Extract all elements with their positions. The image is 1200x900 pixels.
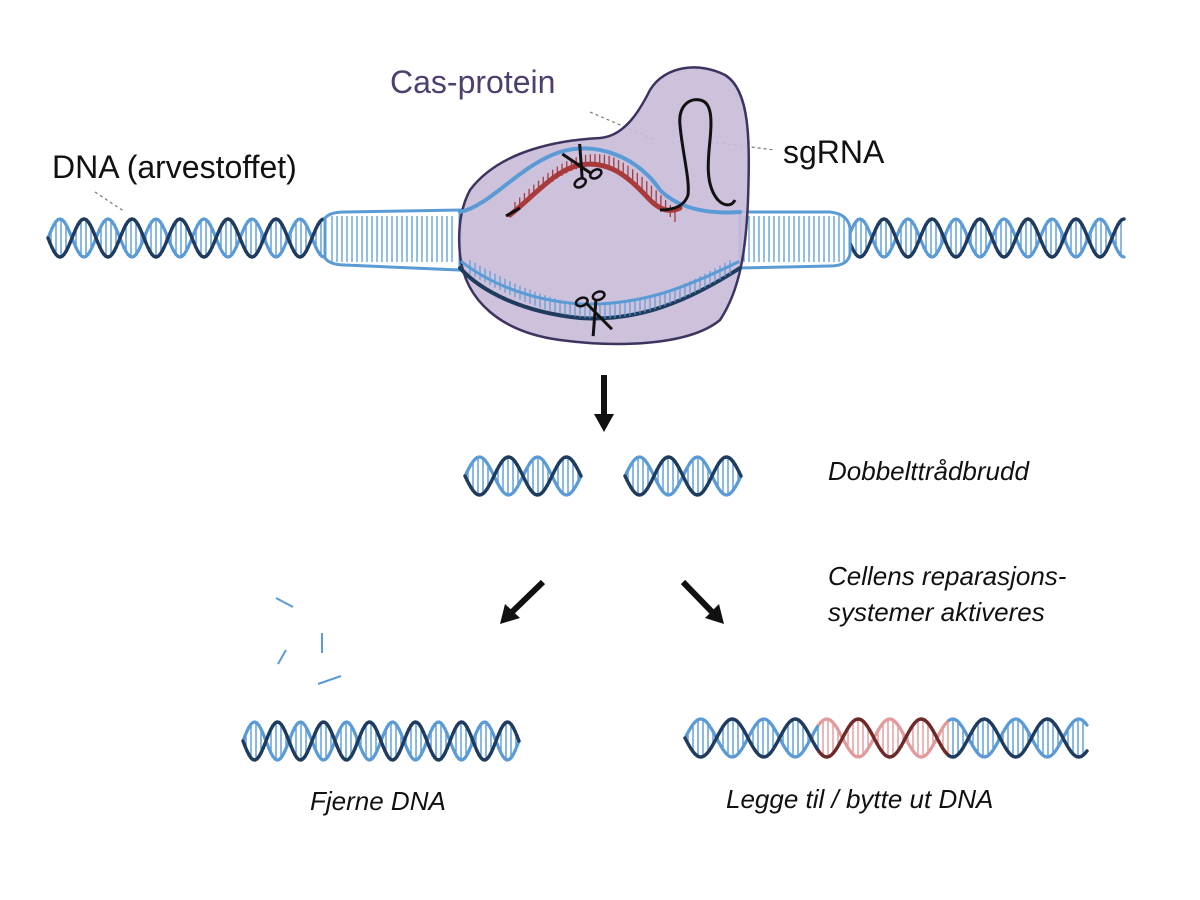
label-repair-line2: systemer aktiveres bbox=[828, 597, 1045, 627]
dna-helix-break-left bbox=[463, 455, 583, 497]
scissors-icon bbox=[561, 143, 603, 189]
label-remove-dna: Fjerne DNA bbox=[310, 786, 446, 816]
label-dna: DNA (arvestoffet) bbox=[52, 149, 297, 185]
sgrna-loop bbox=[659, 98, 737, 212]
scissors-icon bbox=[574, 290, 613, 337]
dna-helix-inserted bbox=[683, 717, 1089, 759]
label-double-strand-break: Dobbelttrådbrudd bbox=[828, 456, 1030, 486]
dna-fragments bbox=[275, 597, 342, 685]
dna-helix-removed bbox=[241, 720, 521, 762]
dna-helix-left bbox=[46, 217, 332, 259]
label-cas-protein: Cas-protein bbox=[390, 64, 555, 100]
dna-helix-right bbox=[846, 217, 1126, 259]
arrow-down-right bbox=[680, 579, 724, 624]
down-arrow bbox=[594, 375, 614, 432]
label-add-replace-dna: Legge til / bytte ut DNA bbox=[726, 784, 993, 814]
dna-ladder-left bbox=[323, 208, 462, 272]
label-sgrna: sgRNA bbox=[783, 134, 885, 170]
label-repair-line1: Cellens reparasjons- bbox=[828, 561, 1067, 591]
dna-ladder-right bbox=[738, 210, 852, 270]
cas-protein-shape bbox=[457, 66, 751, 346]
dna-helix-break-right bbox=[623, 455, 743, 497]
arrow-down-left bbox=[500, 579, 546, 624]
